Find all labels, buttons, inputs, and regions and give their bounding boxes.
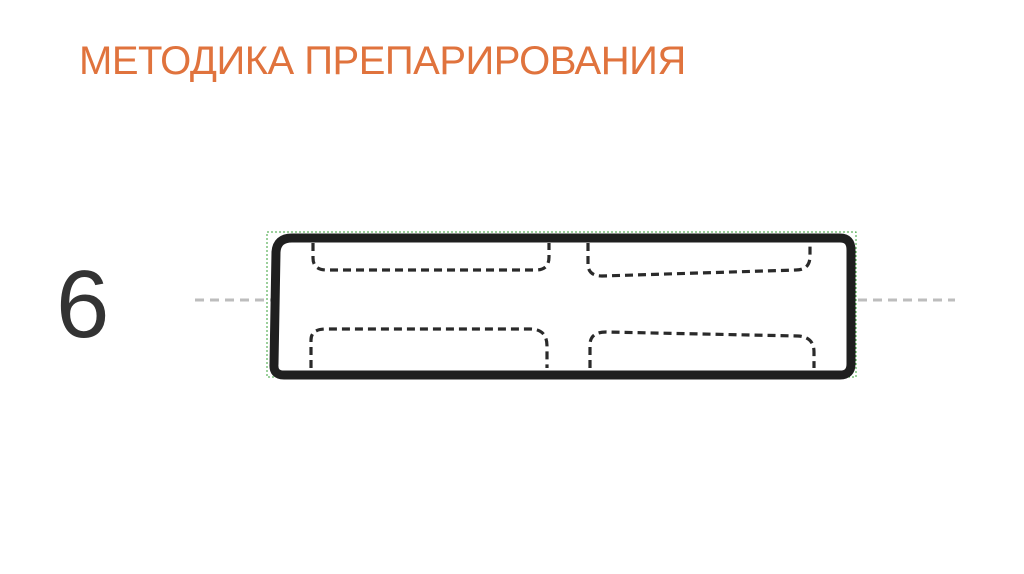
cavity-outline <box>269 233 856 380</box>
slide-title: МЕТОДИКА ПРЕПАРИРОВАНИЯ <box>79 39 686 83</box>
upper-left-contour <box>311 243 551 272</box>
upper-right-contour <box>586 243 812 278</box>
lower-left-contour <box>309 327 549 368</box>
step-number: 6 <box>56 251 110 358</box>
selection-frame <box>266 231 857 378</box>
lower-right-contour <box>588 330 816 368</box>
preparation-lines <box>309 243 816 368</box>
